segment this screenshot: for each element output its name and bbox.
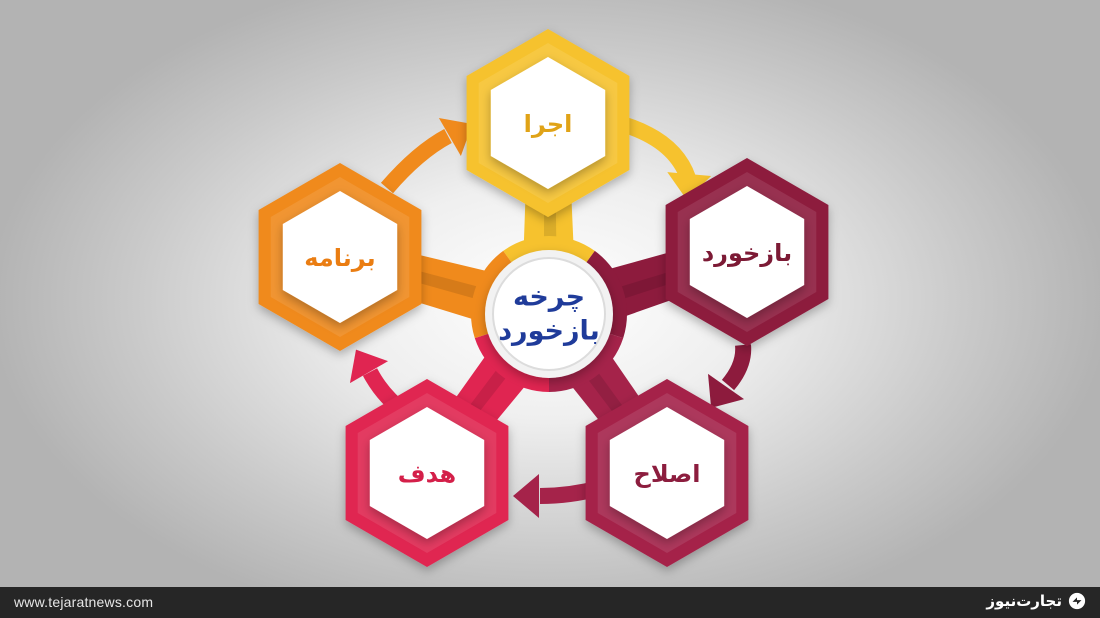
arrow-shaft-ejra [619,116,696,181]
stage-label-hadaf: هدف [398,460,456,488]
arrow-head-hadaf [349,349,389,384]
arrow-head-barnameh [438,117,473,157]
brand: تجارت‌نیوز [986,592,1086,610]
stage-node-ejra: اجرا [466,29,630,217]
hex-inner [490,57,606,189]
footer-bar: www.tejaratnews.com تجارت‌نیوز [0,587,1100,618]
arrow-head-eslah [513,474,539,518]
stage-node-hadaf: هدف [345,379,509,567]
stage-node-eslah: اصلاح [585,379,749,567]
stage-node-bazkhord: بازخورد [665,158,829,346]
brand-name: تجارت‌نیوز [986,592,1062,610]
center-circle [492,257,606,371]
arrow-head-bazkhord [708,373,745,408]
stage-node-barnameh: برنامه [258,163,422,351]
stage-label-eslah: اصلاح [634,460,701,488]
hex-inner [369,407,485,539]
hex-inner [689,186,805,318]
center-title-line2: بازخورد [498,316,600,347]
stage-label-ejra: اجرا [524,110,573,138]
arrow-head-ejra [667,172,712,200]
hex-inner [282,191,398,323]
hex-inner [609,407,725,539]
arrow-shaft-barnameh [380,128,452,194]
stage-nodes: اجرا بازخورد اصلاح هدف برنامه [258,29,829,567]
site-url: www.tejaratnews.com [14,594,154,610]
arrow-shaft-bazkhord [721,344,752,391]
stage-label-barnameh: برنامه [304,244,375,272]
stage-label-bazkhord: بازخورد [702,239,792,267]
center-title-line1: چرخه [513,282,585,313]
brand-logo-icon [1068,592,1086,610]
